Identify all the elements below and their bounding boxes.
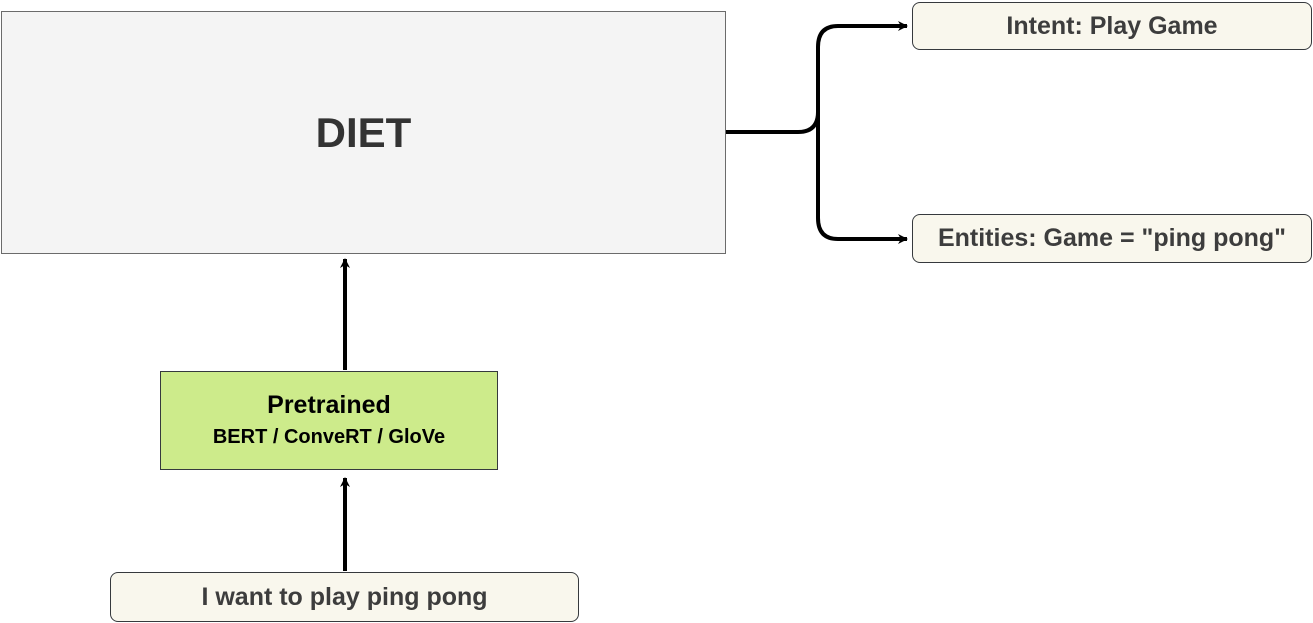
pretrained-models-label: BERT / ConveRT / GloVe [212,425,446,448]
entities-output-text: Entities: Game = "ping pong" [937,224,1287,252]
diet-to-entities-arrow [816,132,908,244]
intent-output-text: Intent: Play Game [1006,11,1218,40]
pretrained-title: Pretrained [267,390,391,419]
input-utterance-text: I want to play ping pong [201,582,488,611]
diet-output-stem [726,111,820,134]
input-utterance-box: I want to play ping pong [110,572,579,622]
diet-to-intent-arrow [816,21,908,132]
intent-output-box: Intent: Play Game [912,2,1312,50]
pretrained-embeddings-box: Pretrained BERT / ConveRT / GloVe [160,371,498,470]
entities-output-box: Entities: Game = "ping pong" [912,214,1312,263]
diet-model-box: DIET [1,11,726,254]
diet-label: DIET [315,108,412,156]
